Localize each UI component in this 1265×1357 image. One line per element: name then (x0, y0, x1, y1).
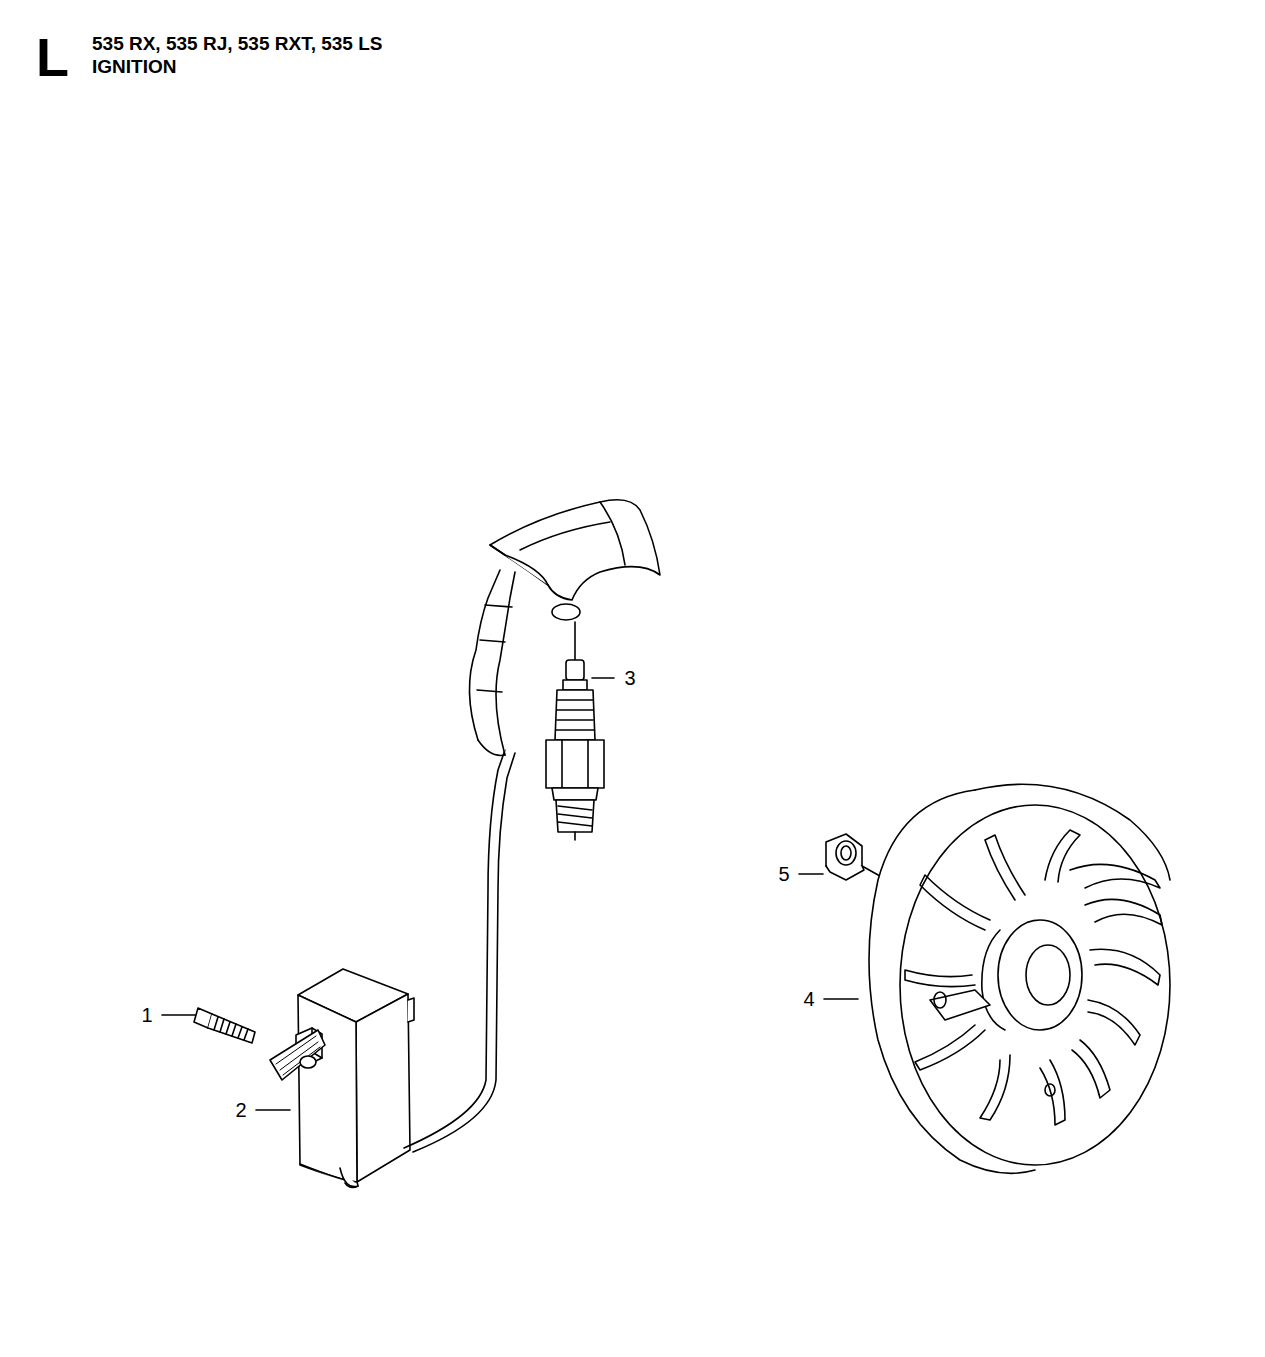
flywheel (869, 784, 1170, 1173)
section-letter: L (36, 30, 69, 84)
callout-number: 2 (235, 1100, 246, 1120)
ignition-module (270, 969, 414, 1187)
flywheel-nut (826, 834, 864, 880)
callout-number: 1 (141, 1005, 152, 1025)
page-title: 535 RX, 535 RJ, 535 RXT, 535 LS (92, 34, 382, 53)
callout-number: 3 (624, 668, 635, 688)
spark-plug-boot (490, 500, 660, 620)
callout-number: 4 (803, 989, 814, 1009)
ignition-lead (404, 570, 515, 1152)
callout-number: 5 (778, 864, 789, 884)
leader-lines (162, 678, 905, 1110)
section-name: IGNITION (92, 57, 176, 76)
screw (194, 1008, 255, 1043)
spark-plug (546, 622, 604, 840)
